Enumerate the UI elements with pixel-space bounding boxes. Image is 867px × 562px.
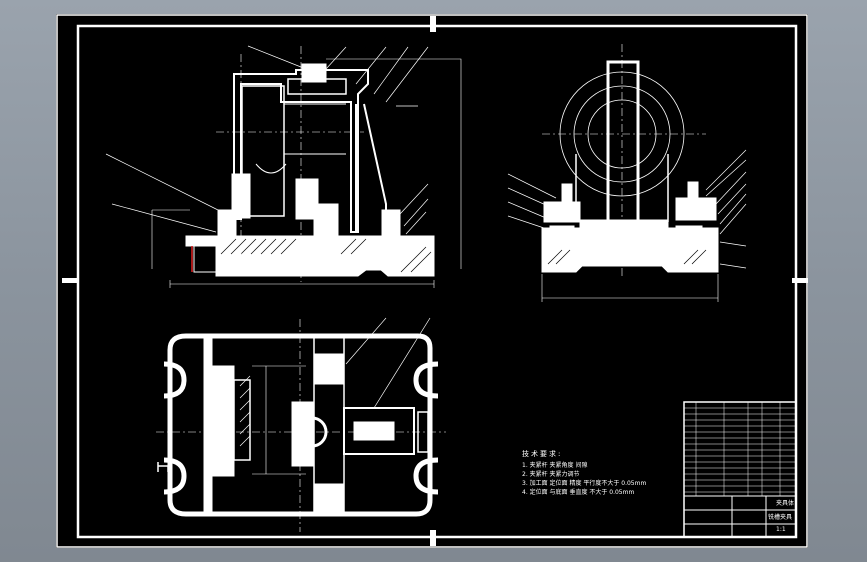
side-right-block xyxy=(675,225,703,273)
centering-marks xyxy=(62,16,808,546)
base-pocket xyxy=(193,245,217,273)
side-center-lines xyxy=(542,44,706,276)
top-view xyxy=(156,317,446,532)
top-clamp-block xyxy=(211,365,235,477)
drawing-title: 夹具体 xyxy=(776,500,795,507)
side-leaders xyxy=(507,149,747,269)
drawing-number: 铣槽夹具 xyxy=(768,514,793,521)
cad-drawing xyxy=(56,14,808,548)
slot-right-bottom xyxy=(413,457,439,495)
slot-right-top xyxy=(413,361,439,399)
side-hatch xyxy=(547,249,707,265)
requirement-item: 1. 夹紧杆 夹紧角度 间隙 xyxy=(522,462,588,469)
top-left-wall xyxy=(203,335,213,515)
workpiece-body xyxy=(241,85,285,217)
center-lines xyxy=(216,46,364,282)
leader-lines xyxy=(105,45,429,235)
base-hatch xyxy=(220,238,432,273)
requirement-item: 2. 夹紧杆 夹紧力调节 xyxy=(522,471,580,478)
technical-requirements-heading: 技术要求: xyxy=(522,450,563,458)
requirement-item: 3. 加工面 定位面 精度 平行度不大于 0.05mm xyxy=(522,480,647,487)
side-right-nut xyxy=(687,181,699,203)
title-block xyxy=(683,401,797,538)
workpiece-arc xyxy=(255,163,287,174)
dimension-lines xyxy=(151,209,435,288)
top-pad xyxy=(291,401,315,467)
parts-list-rows xyxy=(684,402,796,496)
top-center-lines xyxy=(156,319,446,532)
top-slide xyxy=(343,407,415,455)
dimension-frame xyxy=(326,58,462,269)
top-leaders xyxy=(345,317,431,409)
slot-left-top xyxy=(163,361,187,399)
arm-top xyxy=(287,78,347,95)
right-bolt xyxy=(381,209,401,251)
top-pin xyxy=(296,416,328,448)
clamp-bolt xyxy=(313,203,339,255)
locating-pin xyxy=(295,178,319,220)
top-marker xyxy=(157,462,169,472)
front-view xyxy=(105,45,462,288)
workpiece-lines xyxy=(284,103,346,155)
top-hatch xyxy=(239,375,251,447)
side-bolt xyxy=(217,209,237,247)
side-view xyxy=(507,44,747,302)
drawing-scale: 1:1 xyxy=(776,526,786,533)
top-jaw xyxy=(233,379,251,461)
title-block-grid xyxy=(684,495,796,537)
technical-requirements: 技术要求: 1. 夹紧杆 夹紧角度 间隙 2. 夹紧杆 夹紧力调节 3. 加工面… xyxy=(522,450,752,497)
requirement-item: 4. 定位面 与底面 垂直度 不大于 0.05mm xyxy=(522,489,635,496)
clamp-head xyxy=(301,63,327,83)
slot-left-bottom xyxy=(163,457,187,495)
side-left-block xyxy=(549,225,575,273)
top-outline xyxy=(167,333,433,517)
side-left-clamp xyxy=(543,201,581,223)
side-top-plate xyxy=(579,219,669,231)
top-dimension xyxy=(252,365,306,475)
drawing-sheet: 技术要求: 1. 夹紧杆 夹紧角度 间隙 2. 夹紧杆 夹紧力调节 3. 加工面… xyxy=(56,14,808,548)
top-column-block xyxy=(313,353,345,385)
title-block-frame xyxy=(683,401,797,538)
side-dimension xyxy=(541,274,719,302)
side-left-nut xyxy=(561,183,573,205)
top-column-base xyxy=(313,483,345,515)
top-slide-insert xyxy=(353,421,395,441)
